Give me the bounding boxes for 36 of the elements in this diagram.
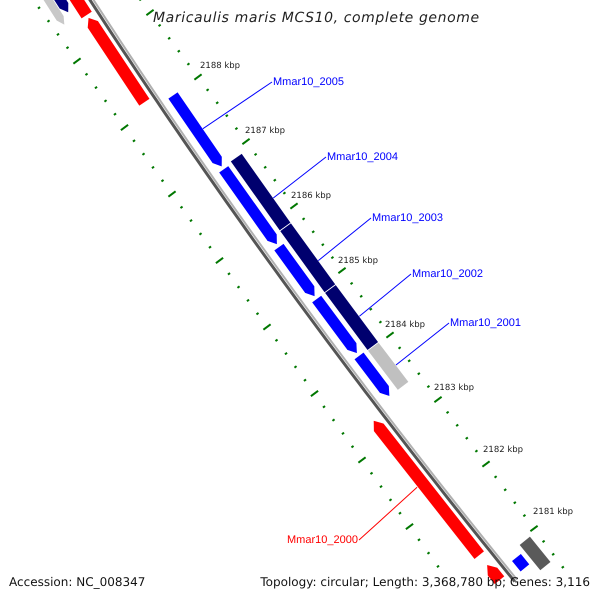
gene-label: Mmar10_2005 bbox=[273, 75, 344, 89]
leader-line bbox=[358, 486, 418, 540]
leader-line bbox=[318, 218, 372, 262]
gene-block bbox=[279, 222, 336, 294]
footer-text: Accession: NC_008347 bbox=[9, 574, 146, 590]
position-label: 2184 kbp bbox=[385, 320, 426, 330]
leader-line bbox=[358, 274, 412, 317]
gene-label: Mmar10_2000 bbox=[287, 533, 358, 547]
gene-block bbox=[230, 152, 292, 232]
leader-line bbox=[202, 82, 272, 130]
position-label: 2185 kbp bbox=[338, 256, 378, 266]
gene-block bbox=[366, 342, 410, 391]
position-label: 2183 kbp bbox=[434, 383, 474, 393]
leader-line bbox=[396, 322, 450, 366]
gene-block bbox=[518, 536, 552, 572]
position-label: 2182 kbp bbox=[483, 445, 524, 455]
gene-block bbox=[372, 420, 486, 560]
gene-label: Mmar10_2004 bbox=[327, 150, 398, 164]
gene-block bbox=[167, 91, 223, 168]
position-label: 2186 kbp bbox=[291, 191, 332, 201]
gene-label: Mmar10_2001 bbox=[450, 316, 521, 330]
gene-block bbox=[273, 242, 316, 298]
position-label: 2187 kbp bbox=[245, 126, 286, 136]
gene-label: Mmar10_2003 bbox=[372, 211, 443, 225]
gene-block bbox=[353, 351, 390, 398]
gene-label: Mmar10_2002 bbox=[412, 267, 483, 281]
title: Maricaulis maris MCS10, complete genome bbox=[153, 9, 480, 28]
gene-block bbox=[86, 16, 151, 107]
position-label: 2188 kbp bbox=[200, 61, 240, 71]
gene-block bbox=[218, 165, 278, 246]
position-label: 2181 kbp bbox=[533, 507, 574, 517]
gene-block bbox=[311, 294, 358, 354]
gene-block bbox=[324, 284, 380, 352]
footer-text: Topology: circular; Length: 3,368,780 bp; Genes: 3,116 bbox=[260, 574, 590, 590]
gene-block bbox=[510, 552, 530, 573]
leader-line bbox=[272, 156, 326, 198]
